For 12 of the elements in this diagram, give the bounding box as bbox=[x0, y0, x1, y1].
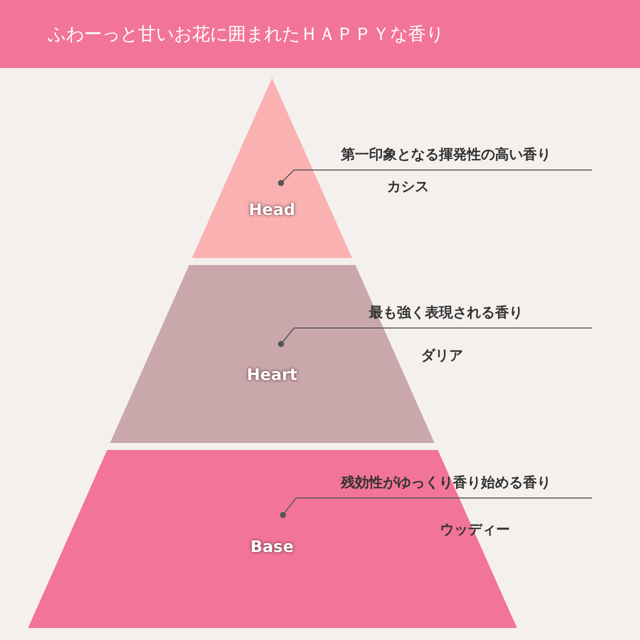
leader-line bbox=[278, 328, 592, 347]
tier-label: Head bbox=[248, 200, 296, 219]
callout-heading: 最も強く表現される香り bbox=[300, 298, 592, 328]
callout-heading: 第一印象となる揮発性の高い香り bbox=[300, 140, 592, 170]
leader-line bbox=[278, 170, 592, 186]
tier-label: Heart bbox=[246, 365, 298, 384]
title: ふわーっと甘いお花に囲まれたＨＡＰＰＹな香り bbox=[48, 23, 444, 46]
note-text: ダリア bbox=[421, 347, 463, 365]
note-text: カシス bbox=[387, 178, 429, 196]
callout-heading: 残効性がゆっくり香り始める香り bbox=[300, 468, 592, 498]
leader-line bbox=[280, 498, 592, 518]
tier-label: Base bbox=[250, 537, 294, 556]
